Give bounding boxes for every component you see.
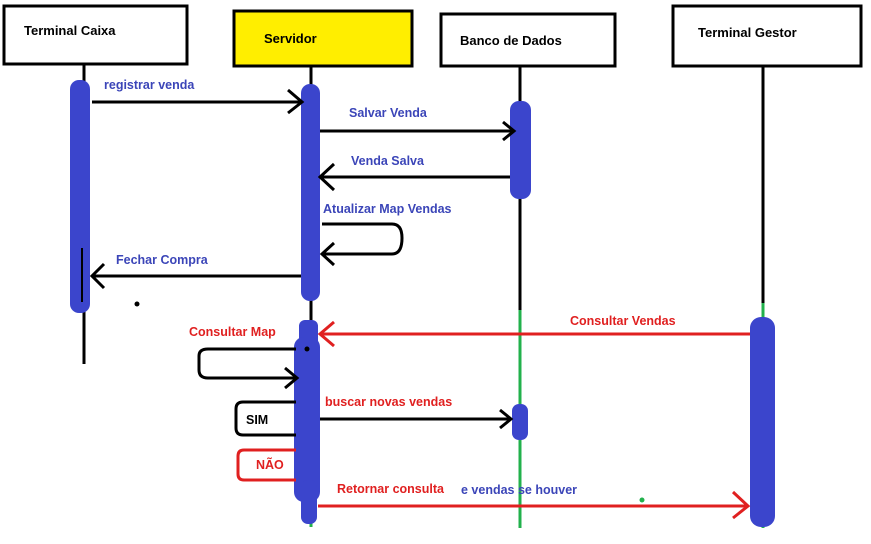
actor-servidor-label: Servidor	[264, 31, 317, 46]
arrowhead-fechar-compra	[89, 262, 106, 290]
arrowhead-salvar-venda	[502, 120, 517, 142]
activation-banco-2	[512, 404, 528, 440]
arrowhead-consultar-map	[284, 366, 300, 390]
message-fechar-compra: Fechar Compra	[116, 253, 209, 267]
arrow-consultar-map-loop	[197, 347, 296, 380]
arrowhead-registrar-venda	[287, 88, 305, 115]
actor-banco-de-dados: Banco de Dados	[439, 12, 617, 68]
arrow-atualizar-map	[322, 222, 404, 256]
activation-caixa	[70, 80, 90, 313]
arrowhead-buscar-novas-vendas	[499, 408, 514, 430]
message-buscar-novas-vendas: buscar novas vendas	[325, 395, 452, 409]
message-consultar-vendas: Consultar Vendas	[570, 314, 676, 328]
message-venda-salva: Venda Salva	[351, 154, 425, 168]
actor-banco-de-dados-label: Banco de Dados	[460, 33, 562, 48]
arrowhead-consultar-vendas	[317, 320, 335, 348]
actor-terminal-gestor-label: Terminal Gestor	[698, 25, 797, 40]
message-atualizar-map: Atualizar Map Vendas	[323, 202, 452, 216]
stray-dot-1	[134, 301, 140, 307]
message-salvar-venda: Salvar Venda	[349, 106, 428, 120]
sim-box: SIM	[234, 400, 296, 437]
actor-servidor: Servidor	[232, 9, 414, 68]
activation-servidor-1	[301, 84, 320, 301]
stray-dot-green	[639, 497, 645, 503]
message-e-vendas-se-houver: e vendas se houver	[461, 483, 577, 497]
arrowhead-atualizar-map	[319, 241, 336, 267]
actor-terminal-gestor: Terminal Gestor	[671, 4, 863, 68]
actor-terminal-caixa: Terminal Caixa	[2, 4, 189, 66]
activation-servidor-3	[294, 337, 320, 502]
stray-dot-2	[304, 346, 310, 352]
activation-gestor	[750, 317, 775, 527]
sim-label: SIM	[246, 413, 268, 427]
nao-box: NÃO	[236, 448, 296, 482]
activation-servidor-4	[301, 480, 317, 524]
activation-banco-1	[510, 101, 531, 199]
actor-terminal-caixa-label: Terminal Caixa	[24, 23, 116, 38]
arrowhead-retornar-consulta	[731, 490, 751, 520]
message-consultar-map: Consultar Map	[189, 325, 276, 339]
message-retornar-consulta: Retornar consulta	[337, 482, 445, 496]
message-registrar-venda: registrar venda	[104, 78, 195, 92]
arrowhead-venda-salva	[317, 162, 336, 192]
nao-label: NÃO	[256, 457, 284, 472]
